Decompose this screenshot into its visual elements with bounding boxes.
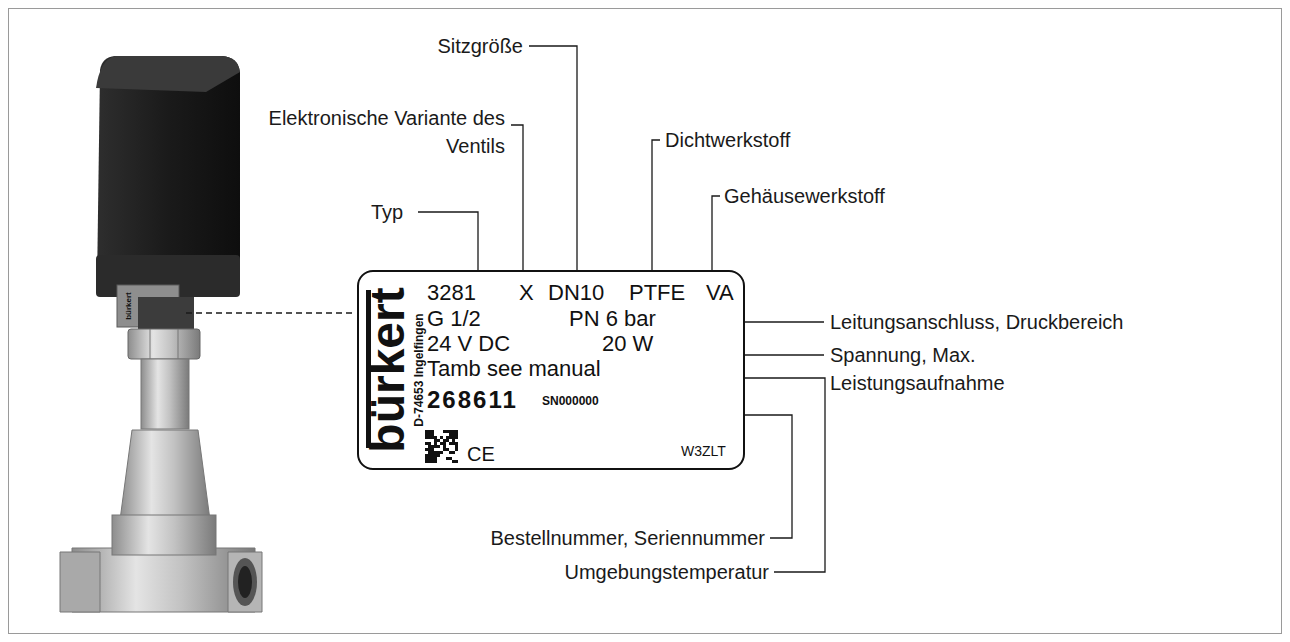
type-number: 3281 xyxy=(427,282,476,304)
manufacturer-address: D-74653 Ingelfingen xyxy=(413,313,425,426)
voltage-label: Spannung, Max. xyxy=(830,343,976,367)
variant-code: X xyxy=(519,282,534,304)
connection-label: Leitungsanschluss, Druckbereich xyxy=(830,310,1124,334)
ce-mark: CE xyxy=(467,444,495,464)
plate-code: W3ZLT xyxy=(681,444,726,458)
seat-size: DN10 xyxy=(548,282,604,304)
brand-logo: bürkert xyxy=(364,287,412,452)
valve-brand-label: bürkert xyxy=(124,292,133,320)
order-number: 268611 xyxy=(427,388,518,412)
power-label: Leistungsaufnahme xyxy=(830,371,1005,395)
port-connection: G 1/2 xyxy=(427,308,481,330)
type-label: Typ xyxy=(371,200,403,224)
seal-material: PTFE xyxy=(629,282,685,304)
type-plate: bürkertD-74653 Ingelfingen3281 X DN10 PTFE V… xyxy=(357,270,745,470)
variant-label: Elektronische Variante des Ventils xyxy=(255,104,505,160)
serial-number: SN000000 xyxy=(542,395,599,407)
body-material: VA xyxy=(706,282,734,304)
ambient-temperature-label: Umgebungstemperatur xyxy=(564,560,769,584)
order-number-label: Bestellnummer, Seriennummer xyxy=(490,526,765,550)
seal-material-label: Dichtwerkstoff xyxy=(665,128,790,152)
power: 20 W xyxy=(602,333,653,355)
body-material-label: Gehäusewerkstoff xyxy=(724,184,885,208)
valve-illustration xyxy=(60,56,262,612)
pressure-range: PN 6 bar xyxy=(569,308,656,330)
voltage: 24 V DC xyxy=(427,333,510,355)
seat-size-label: Sitzgröße xyxy=(437,34,523,58)
leader-lines xyxy=(186,46,825,572)
ambient-temperature: Tamb see manual xyxy=(427,358,601,380)
